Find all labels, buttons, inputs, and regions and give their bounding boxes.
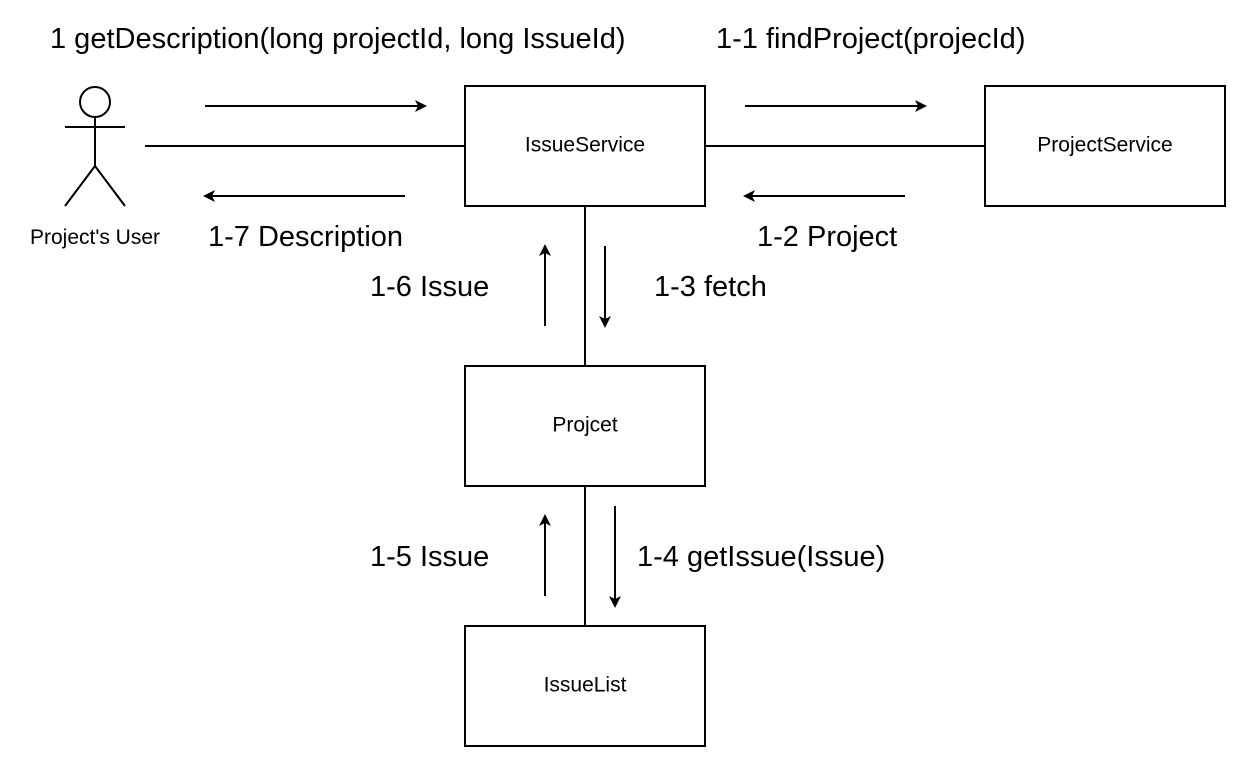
node-issue-service-box bbox=[464, 85, 706, 207]
node-project-label: Projcet bbox=[552, 414, 618, 437]
node-issue-service-label: IssueService bbox=[525, 134, 645, 157]
actor-head bbox=[79, 86, 111, 118]
message-label-1-7: 1-7 Description bbox=[208, 221, 403, 253]
message-label-1-3: 1-3 fetch bbox=[654, 271, 767, 303]
node-project-service-box bbox=[984, 85, 1226, 207]
node-issue-list: IssueList bbox=[464, 625, 706, 747]
node-project: Projcet bbox=[464, 365, 706, 487]
actor-label: Project's User bbox=[30, 226, 160, 249]
node-project-box bbox=[464, 365, 706, 487]
message-label-1-4: 1-4 getIssue(Issue) bbox=[637, 541, 885, 573]
message-label-1-5: 1-5 Issue bbox=[370, 541, 489, 573]
node-project-service-label: ProjectService bbox=[1037, 134, 1172, 157]
actor-project-user: Project's User bbox=[30, 86, 160, 249]
message-label-1: 1 getDescription(long projectId, long Is… bbox=[50, 23, 625, 55]
node-issue-list-label: IssueList bbox=[544, 674, 627, 697]
message-label-1-1: 1-1 findProject(projecId) bbox=[716, 23, 1025, 55]
actor-left-leg bbox=[64, 165, 96, 207]
actor-right-leg bbox=[94, 165, 126, 207]
message-label-1-6: 1-6 Issue bbox=[370, 271, 489, 303]
node-issue-list-box bbox=[464, 625, 706, 747]
node-project-service: ProjectService bbox=[984, 85, 1226, 207]
node-issue-service: IssueService bbox=[464, 85, 706, 207]
message-label-1-2: 1-2 Project bbox=[757, 221, 897, 253]
